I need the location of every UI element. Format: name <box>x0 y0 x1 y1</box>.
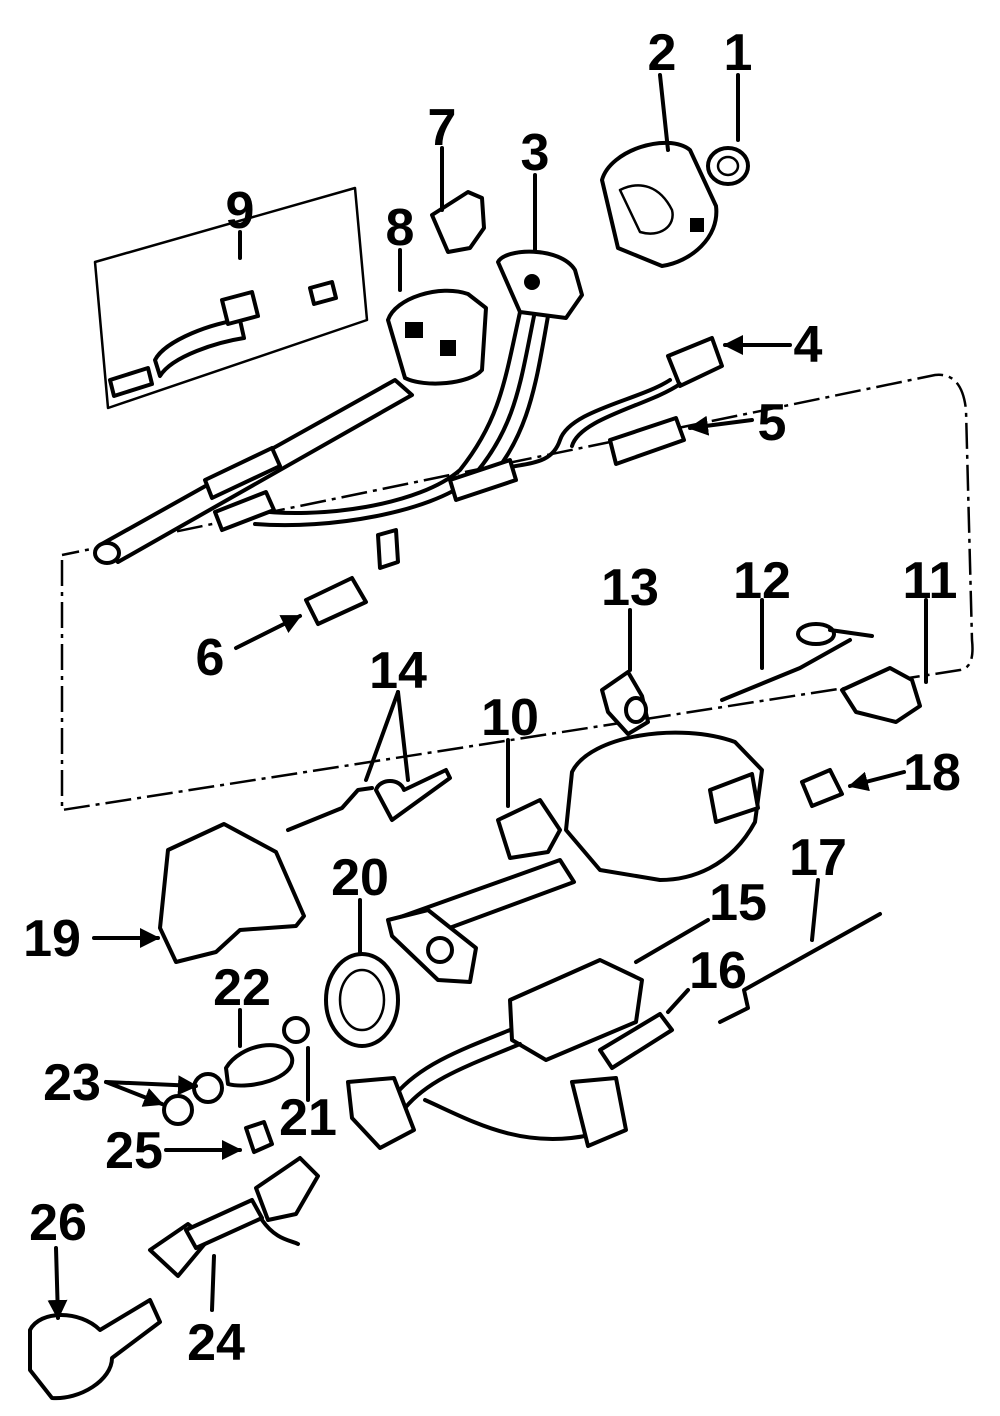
part-21-22-23-washers-spring <box>162 1016 310 1126</box>
callout-1: 1 <box>724 24 753 82</box>
callout-19: 19 <box>23 910 81 968</box>
callout-3: 3 <box>521 124 550 182</box>
callout-7: 7 <box>428 99 457 157</box>
callout-24: 24 <box>187 1314 245 1372</box>
part-20-bearing <box>324 952 400 1048</box>
part-10-column-housing <box>386 730 764 984</box>
leader-lines <box>47 73 928 1320</box>
part-11-switch <box>840 666 922 724</box>
callout-21: 21 <box>279 1089 337 1147</box>
part-13-sensor <box>600 670 650 736</box>
part-19-bracket <box>158 822 306 964</box>
callout-10: 10 <box>481 689 539 747</box>
part-14-levers <box>286 768 452 832</box>
part-12-wire <box>720 622 874 702</box>
part-17-rod <box>718 912 882 1024</box>
part-1-cylinder <box>706 146 750 186</box>
part-4-5-connector-harness <box>448 336 724 502</box>
callout-9: 9 <box>226 182 255 240</box>
callout-18: 18 <box>903 744 961 802</box>
callout-15: 15 <box>709 874 767 932</box>
assembly-boundary-dashed <box>60 373 974 812</box>
callout-13: 13 <box>601 559 659 617</box>
callout-26: 26 <box>29 1194 87 1252</box>
part-3-switch-harness <box>213 249 584 570</box>
callout-2: 2 <box>648 24 677 82</box>
callout-22: 22 <box>213 959 271 1017</box>
callout-12: 12 <box>733 552 791 610</box>
part-7-clip <box>430 190 486 254</box>
callout-17: 17 <box>789 829 847 887</box>
part-24-shaft-ujoint <box>148 1156 320 1278</box>
part-26-boot <box>28 1298 162 1401</box>
callout-4: 4 <box>794 316 823 374</box>
callout-16: 16 <box>689 942 747 1000</box>
callout-20: 20 <box>331 849 389 907</box>
callout-labels: 1 2 3 4 5 6 7 8 9 10 11 12 13 14 15 16 1… <box>23 24 961 1372</box>
callout-5: 5 <box>758 394 787 452</box>
callout-6: 6 <box>196 629 225 687</box>
part-15-16-switch-harness <box>346 958 674 1150</box>
callout-23: 23 <box>43 1054 101 1112</box>
part-8-housing-shaft <box>93 288 488 565</box>
part-9-kit-box <box>93 186 369 410</box>
callout-14: 14 <box>369 642 427 700</box>
part-6-pad <box>304 576 368 626</box>
callout-11: 11 <box>903 552 958 610</box>
part-25-screw <box>244 1120 274 1154</box>
part-18-bulb <box>800 768 844 808</box>
part-2-cover <box>600 140 719 268</box>
callout-8: 8 <box>386 199 415 257</box>
callout-25: 25 <box>105 1122 163 1180</box>
